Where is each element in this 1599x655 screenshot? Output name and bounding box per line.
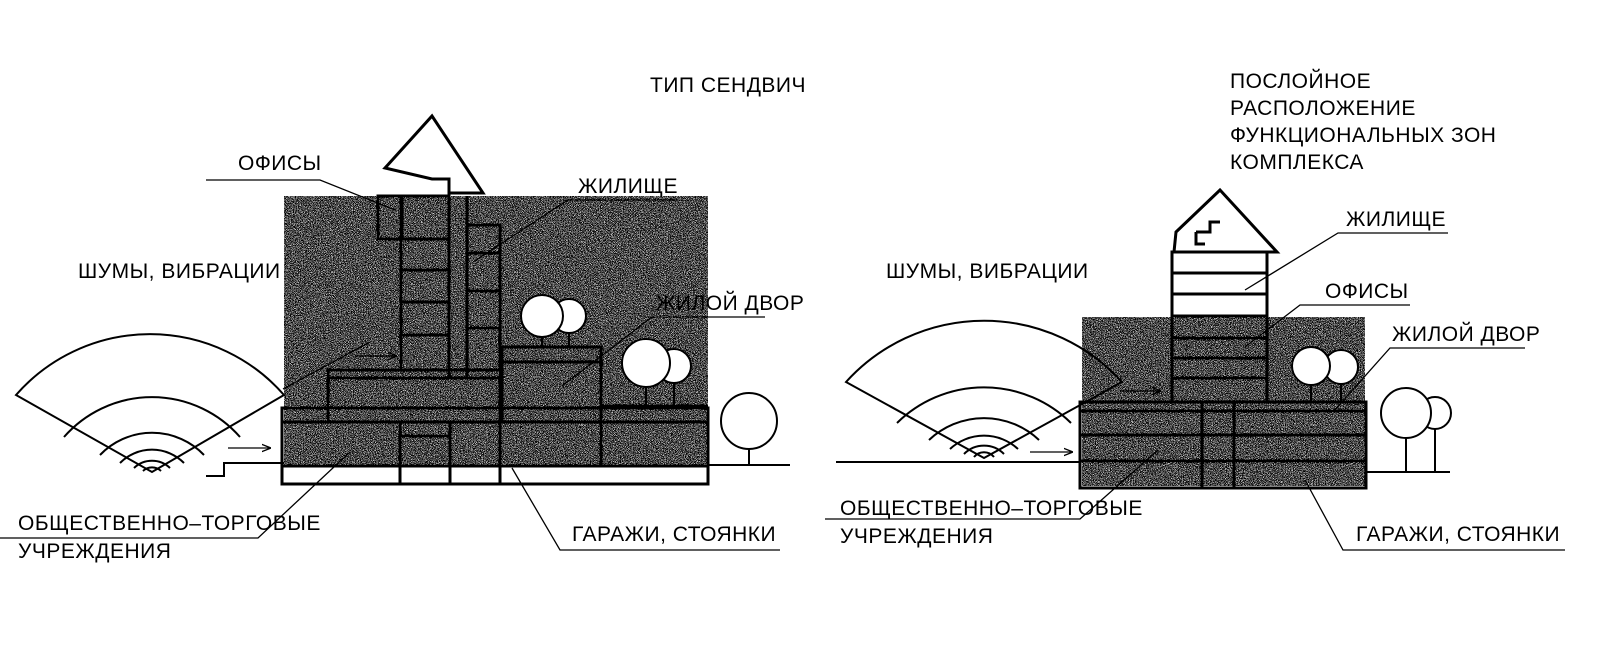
left-garages-label: ГАРАЖИ, СТОЯНКИ	[572, 523, 776, 546]
left-offices-label: ОФИСЫ	[238, 152, 322, 175]
left-arrows	[228, 356, 396, 448]
right-offices-label: ОФИСЫ	[1325, 280, 1409, 303]
right-title-line1: ПОСЛОЙНОЕ	[1230, 69, 1371, 93]
left-courtyard-label: ЖИЛОЙ ДВОР	[656, 291, 804, 315]
left-noise-fan	[14, 333, 286, 474]
right-title-line2: РАСПОЛОЖЕНИЕ	[1230, 97, 1416, 120]
right-building	[1078, 187, 1368, 490]
right-noise-fan	[844, 319, 1124, 460]
right-garages-label: ГАРАЖИ, СТОЯНКИ	[1356, 523, 1560, 546]
right-housing-label: ЖИЛИЩЕ	[1346, 208, 1446, 231]
left-noise-label: ШУМЫ, ВИБРАЦИИ	[78, 260, 281, 283]
left-stipple-fills	[284, 196, 708, 466]
right-public-label-line1: ОБЩЕСТВЕННО–ТОРГОВЫЕ	[840, 497, 1143, 520]
left-trees	[520, 294, 778, 465]
right-stipple-fills	[1082, 317, 1365, 486]
right-title-line4: КОМПЛЕКСА	[1230, 151, 1364, 174]
right-noise-label: ШУМЫ, ВИБРАЦИИ	[886, 260, 1089, 283]
left-building	[280, 113, 710, 486]
right-title-line3: ФУНКЦИОНАЛЬНЫХ ЗОН	[1230, 124, 1496, 147]
right-arrows	[1030, 391, 1160, 452]
left-public-label-line1: ОБЩЕСТВЕННО–ТОРГОВЫЕ	[18, 512, 321, 535]
left-public-label-line2: УЧРЕЖДЕНИЯ	[18, 540, 171, 563]
right-courtyard-label: ЖИЛОЙ ДВОР	[1392, 322, 1540, 346]
right-trees	[1291, 346, 1452, 472]
left-leader-lines	[0, 179, 780, 551]
left-title: ТИП СЕНДВИЧ	[650, 74, 806, 97]
right-leader-lines	[825, 232, 1565, 551]
left-housing-label: ЖИЛИЩЕ	[578, 175, 678, 198]
left-ground-line	[206, 462, 284, 477]
right-diagram: ПОСЛОЙНОЕ РАСПОЛОЖЕНИЕ ФУНКЦИОНАЛЬНЫХ ЗО…	[825, 69, 1565, 551]
right-public-label-line2: УЧРЕЖДЕНИЯ	[840, 525, 993, 548]
left-diagram: ТИП СЕНДВИЧ ОФИСЫ ЖИЛИЩЕ ШУМЫ, ВИБРАЦИИ …	[0, 74, 806, 563]
